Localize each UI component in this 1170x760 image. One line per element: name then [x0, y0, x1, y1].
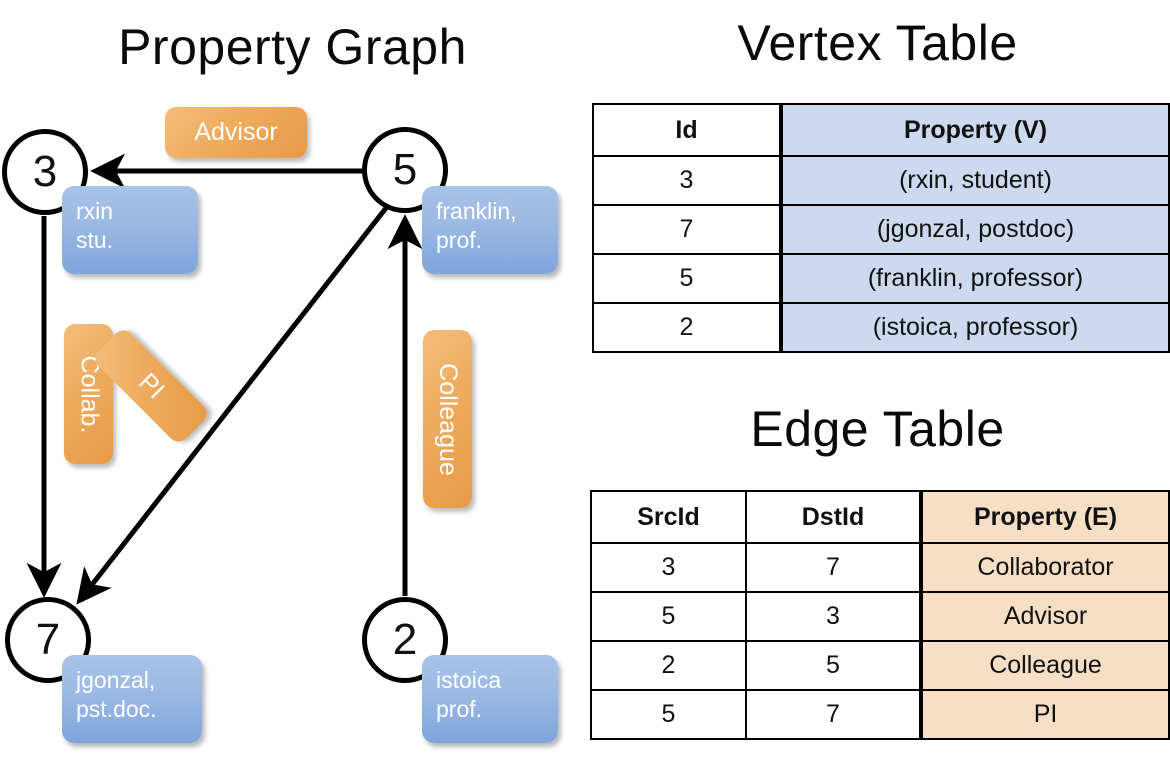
node-property-box-istoica: istoica prof. [422, 655, 558, 743]
node-property-line-1: rxin [76, 198, 114, 224]
cell-srcid: 5 [590, 689, 747, 740]
edge-label-text: Advisor [194, 118, 278, 146]
column-header-id: Id [592, 103, 782, 157]
table-row[interactable]: 3 (rxin, student) [592, 155, 1170, 206]
cell-property: (istoica, professor) [779, 302, 1170, 353]
table-row[interactable]: 5 3 Advisor [590, 591, 1170, 642]
edge-label-text: Colleague [434, 362, 462, 476]
node-property-line-1: franklin, [436, 198, 517, 224]
edge-label-text: PI [133, 367, 170, 404]
node-property-line-2: prof. [436, 695, 483, 722]
edge-table: SrcId DstId Property (E) 3 7 Collaborato… [590, 490, 1170, 740]
cell-property: Colleague [919, 640, 1170, 691]
cell-property: Collaborator [919, 542, 1170, 593]
node-property-line-2: prof. [436, 226, 483, 253]
graph-edges-svg [26, 153, 423, 605]
cell-id: 2 [592, 302, 782, 353]
table-row[interactable]: 5 7 PI [590, 689, 1170, 740]
column-header-property-e: Property (E) [919, 490, 1170, 544]
cell-property: Advisor [919, 591, 1170, 642]
cell-dstid: 7 [745, 689, 922, 740]
table-row[interactable]: 7 (jgonzal, postdoc) [592, 204, 1170, 255]
node-property-line-1: jgonzal, [76, 667, 156, 693]
cell-property: (rxin, student) [779, 155, 1170, 206]
node-property-line-1: istoica [436, 667, 502, 693]
cell-dstid: 5 [745, 640, 922, 691]
cell-property: (franklin, professor) [779, 253, 1170, 304]
node-property-line-2: stu. [76, 226, 114, 253]
page-title-edge-table: Edge Table [750, 401, 1005, 457]
cell-srcid: 5 [590, 591, 747, 642]
table-header-row: SrcId DstId Property (E) [590, 490, 1170, 544]
graph-node-2[interactable]: 2 [362, 597, 448, 683]
column-header-srcid: SrcId [590, 490, 747, 544]
cell-property: (jgonzal, postdoc) [779, 204, 1170, 255]
column-header-property-v: Property (V) [779, 103, 1170, 157]
table-row[interactable]: 5 (franklin, professor) [592, 253, 1170, 304]
node-property-box-jgonzal: jgonzal, pst.doc. [62, 655, 202, 743]
page-title-vertex-table: Vertex Table [737, 15, 1018, 71]
edge-label-badge-advisor: Advisor [165, 107, 307, 158]
cell-id: 3 [592, 155, 782, 206]
node-property-line-2: pst.doc. [76, 695, 157, 722]
column-header-dstid: DstId [745, 490, 922, 544]
cell-srcid: 2 [590, 640, 747, 691]
table-row[interactable]: 2 (istoica, professor) [592, 302, 1170, 353]
cell-property: PI [919, 689, 1170, 740]
edge-label-badge-colleague: Colleague [423, 330, 472, 508]
edge-5-to-7 [76, 206, 388, 605]
cell-srcid: 3 [590, 542, 747, 593]
table-row[interactable]: 2 5 Colleague [590, 640, 1170, 691]
table-row[interactable]: 3 7 Collaborator [590, 542, 1170, 593]
node-property-box-rxin: rxin stu. [62, 186, 198, 274]
cell-id: 5 [592, 253, 782, 304]
graph-node-5[interactable]: 5 [362, 127, 448, 213]
node-property-box-franklin: franklin, prof. [422, 186, 558, 274]
cell-dstid: 7 [745, 542, 922, 593]
property-graph-diagram: 3 5 7 2 rxin stu. franklin, prof. jgonza… [2, 107, 558, 743]
cell-dstid: 3 [745, 591, 922, 642]
page-title-property-graph: Property Graph [118, 19, 467, 75]
table-header-row: Id Property (V) [592, 103, 1170, 157]
vertex-table: Id Property (V) 3 (rxin, student) 7 (jgo… [592, 103, 1170, 353]
cell-id: 7 [592, 204, 782, 255]
